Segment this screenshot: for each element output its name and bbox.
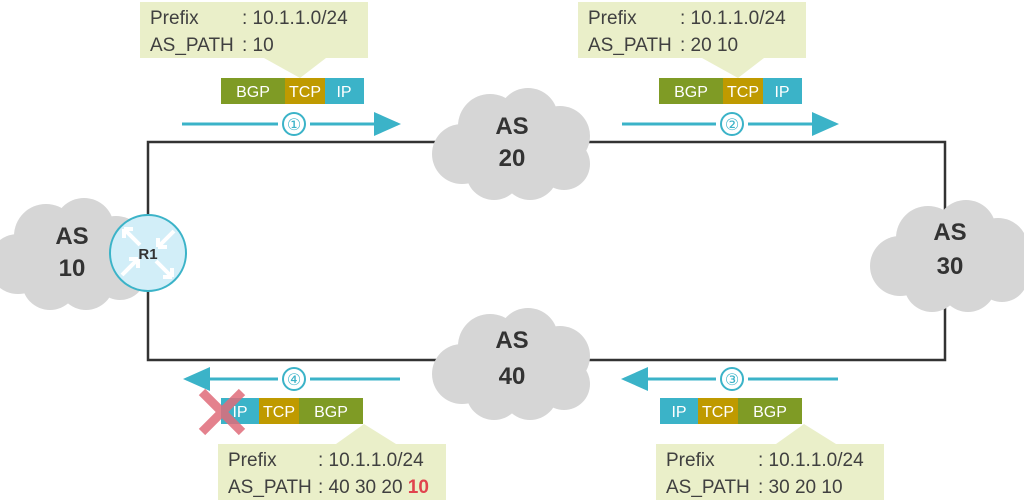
tcp-label: TCP <box>289 84 321 101</box>
tcp-label: TCP <box>727 84 759 101</box>
ip-label: IP <box>671 404 686 421</box>
callout-1 <box>140 2 368 78</box>
router-icon <box>120 227 176 279</box>
ip-segment <box>325 78 364 104</box>
prefix-label: Prefix <box>150 8 199 29</box>
step-number-1: ① <box>287 117 301 134</box>
callout-4 <box>218 424 446 500</box>
as40-label: AS <box>495 327 528 354</box>
aspath-label: AS_PATH <box>588 35 672 56</box>
tcp-label: TCP <box>702 404 734 421</box>
tcp-segment <box>698 398 738 424</box>
aspath-label: AS_PATH <box>150 35 234 56</box>
as30-label: AS <box>933 219 966 246</box>
aspath-path: : 30 20 10 <box>758 477 843 498</box>
prefix-value: : 10.1.1.0/24 <box>242 8 348 29</box>
step-number-3: ③ <box>725 372 739 389</box>
step-badge-1 <box>282 112 306 136</box>
callout-2 <box>578 2 806 78</box>
prefix-value: : 10.1.1.0/24 <box>318 450 424 471</box>
aspath-path: : 40 30 20 <box>318 477 408 498</box>
router-r1: R1 <box>109 214 187 292</box>
cross-icon <box>198 388 246 436</box>
callout-3 <box>656 424 884 500</box>
ip-label: IP <box>232 404 247 421</box>
bgp-label: BGP <box>314 404 348 421</box>
prefix-label: Prefix <box>666 450 715 471</box>
bgp-segment <box>659 78 723 104</box>
cloud-as10: AS 10 <box>0 198 146 310</box>
prefix-value: : 10.1.1.0/24 <box>680 8 786 29</box>
ip-label: IP <box>336 84 351 101</box>
router-label: R1 <box>138 246 157 263</box>
tcp-label: TCP <box>263 404 295 421</box>
update-3: ③ IP TCP BGP Prefix : 10.1.1.0/24 AS_PAT… <box>621 367 884 500</box>
bgp-segment <box>738 398 802 424</box>
aspath-path: : 20 10 <box>680 35 738 56</box>
step-badge-4 <box>282 367 306 391</box>
packet-stack-2: BGP TCP IP <box>659 78 802 104</box>
packet-stack-3: IP TCP BGP <box>660 398 802 424</box>
tcp-segment <box>723 78 763 104</box>
ip-label: IP <box>774 84 789 101</box>
bgp-label: BGP <box>236 84 270 101</box>
bgp-label: BGP <box>674 84 708 101</box>
step-number-4: ④ <box>287 372 301 389</box>
aspath-path: : 10 <box>242 35 274 56</box>
cloud-as30: AS 30 <box>870 200 1024 312</box>
prefix-label: Prefix <box>228 450 277 471</box>
prefix-label: Prefix <box>588 8 637 29</box>
as30-number: 30 <box>937 253 964 280</box>
step-number-2: ② <box>725 117 739 134</box>
packet-stack-1: BGP TCP IP <box>221 78 364 104</box>
as10-number: 10 <box>59 255 86 282</box>
aspath-value: : 30 20 10 <box>758 477 843 498</box>
update-4: ④ IP TCP BGP Prefix : 10.1.1.0/24 AS_PAT… <box>183 367 446 500</box>
ip-segment <box>763 78 802 104</box>
step-badge-2 <box>720 112 744 136</box>
ip-segment <box>660 398 698 424</box>
prefix-value: : 10.1.1.0/24 <box>758 450 864 471</box>
as20-number: 20 <box>499 145 526 172</box>
step-badge-3 <box>720 367 744 391</box>
aspath-value: : 10 <box>242 35 274 56</box>
tcp-segment <box>259 398 299 424</box>
packet-stack-4: IP TCP BGP <box>221 398 363 424</box>
aspath-value: : 40 30 20 10 <box>318 477 429 498</box>
bgp-segment <box>221 78 285 104</box>
update-1: Prefix : 10.1.1.0/24 AS_PATH : 10 BGP TC… <box>140 2 401 136</box>
update-2: Prefix : 10.1.1.0/24 AS_PATH : 20 10 BGP… <box>578 2 839 136</box>
cloud-as40: AS 40 <box>432 308 590 420</box>
as20-label: AS <box>495 113 528 140</box>
aspath-label: AS_PATH <box>228 477 312 498</box>
as10-label: AS <box>55 223 88 250</box>
bgp-segment <box>299 398 363 424</box>
as40-number: 40 <box>499 363 526 390</box>
aspath-value: : 20 10 <box>680 35 738 56</box>
tcp-segment <box>285 78 325 104</box>
aspath-highlight: 10 <box>408 477 429 498</box>
bgp-label: BGP <box>753 404 787 421</box>
aspath-label: AS_PATH <box>666 477 750 498</box>
cloud-as20: AS 20 <box>432 88 590 200</box>
